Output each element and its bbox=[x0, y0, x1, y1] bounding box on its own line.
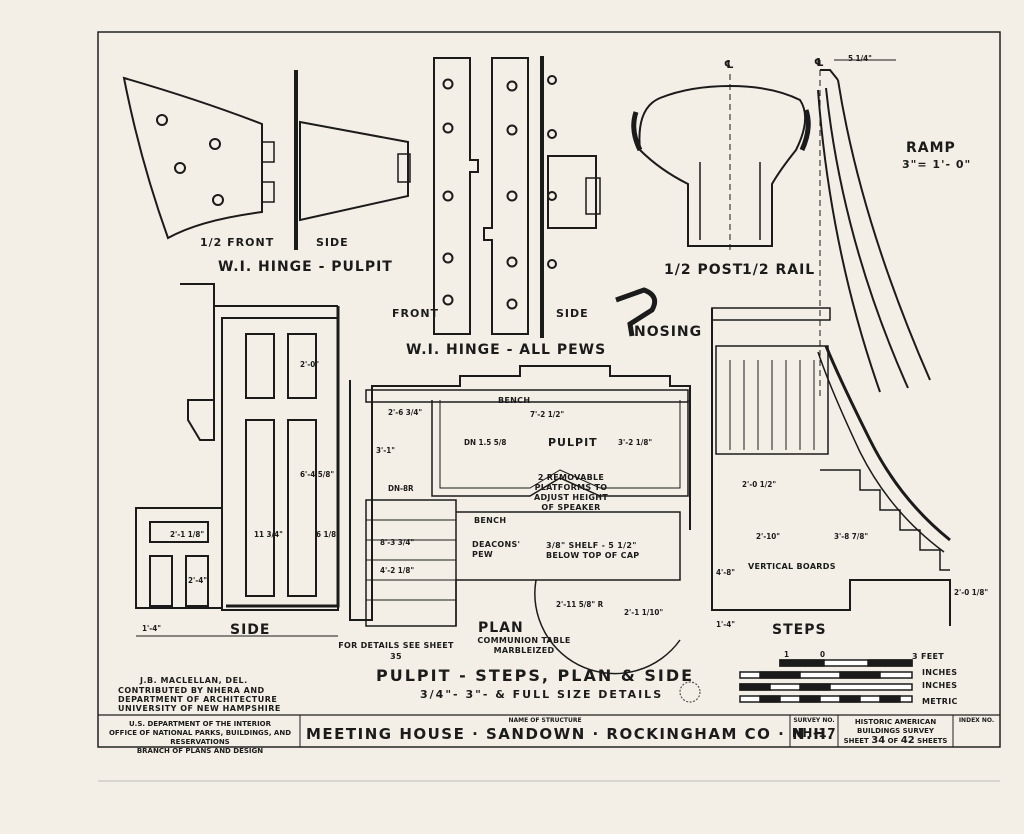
sheet-main-title: PULPIT - STEPS, PLAN & SIDE bbox=[376, 666, 695, 685]
plan-dn-left: DN-8R bbox=[388, 484, 414, 493]
title-block-agency: U.S. DEPARTMENT OF THE INTERIOR OFFICE O… bbox=[104, 720, 296, 756]
agency-line-1: U.S. DEPARTMENT OF THE INTERIOR bbox=[128, 720, 272, 728]
plan-dim-5: 4'-2 1/8" bbox=[380, 566, 415, 575]
credit-line-2: CONTRIBUTED BY NHERA AND bbox=[118, 686, 265, 695]
nosing-profile bbox=[615, 287, 658, 337]
plan-dn-top: DN 1.5 5/8 bbox=[464, 438, 507, 447]
name-caption: NAME OF STRUCTURE bbox=[508, 717, 582, 724]
scale-bar bbox=[739, 659, 913, 703]
scale-inches-2: INCHES bbox=[922, 681, 958, 690]
steps-dim-4: 2'-0 1/8" bbox=[954, 588, 989, 597]
credit-line-3: DEPARTMENT OF ARCHITECTURE bbox=[118, 695, 278, 704]
side-dim-2: 2'-1 1/8" bbox=[170, 530, 205, 539]
survey-caption: SURVEY NO. bbox=[793, 717, 835, 724]
scale-inches-1: INCHES bbox=[922, 668, 958, 677]
ramp-curve bbox=[817, 59, 931, 400]
plan-bench-bottom: BENCH bbox=[474, 516, 507, 525]
plan-dim-3: 3'-1" bbox=[376, 446, 395, 455]
plan-dim-2: 3'-2 1/8" bbox=[618, 438, 653, 447]
plan-dim-4: 8'-3 3/4" bbox=[380, 538, 415, 547]
agency-line-2: OFFICE OF NATIONAL PARKS, BUILDINGS, AND… bbox=[108, 729, 292, 746]
credit-line-1: J.B. MACLELLAN, DEL. bbox=[140, 676, 248, 685]
habs-line-2: BUILDINGS SURVEY bbox=[857, 727, 934, 735]
plan-deacons-pew: DEACONS' PEW bbox=[472, 540, 521, 559]
nosing-label: NOSING bbox=[634, 324, 703, 340]
hinge-pulpit-title: W.I. HINGE - PULPIT bbox=[218, 259, 393, 275]
details-note: FOR DETAILS SEE SHEET 35 bbox=[338, 641, 454, 661]
sheets-word: SHEETS bbox=[917, 737, 948, 745]
scale-metric: METRIC bbox=[922, 697, 958, 706]
ramp-scale: 3"= 1'- 0" bbox=[902, 158, 972, 171]
steps-dim-2: 2'-0 1/2" bbox=[742, 480, 777, 489]
side-dim-3: 11 3/4" bbox=[254, 530, 283, 539]
sheet-prefix: SHEET bbox=[843, 737, 869, 745]
ramp-title: RAMP bbox=[906, 140, 956, 156]
sheet-number: 34 bbox=[871, 735, 886, 746]
plan-pulpit-label: PULPIT bbox=[548, 436, 598, 449]
hinge-pews-title: W.I. HINGE - ALL PEWS bbox=[406, 342, 607, 358]
hinge-pulpit-drawing bbox=[122, 70, 411, 250]
vertical-boards-label: VERTICAL BOARDS bbox=[748, 562, 836, 571]
side-dim-6: 2'-4" bbox=[188, 576, 207, 585]
hinge-pews-drawing bbox=[433, 56, 601, 338]
plan-shelf-note: 3/8" SHELF - 5 1/2" BELOW TOP OF CAP bbox=[546, 541, 640, 560]
side-dim-1: 6'-4 5/8" bbox=[300, 470, 335, 479]
scale-one: 1 bbox=[784, 650, 790, 659]
index-caption: INDEX NO. bbox=[958, 717, 995, 724]
plan-label: PLAN bbox=[478, 620, 524, 636]
hinge-pulpit-front-label: 1/2 FRONT bbox=[200, 236, 275, 249]
plan-dim-6: 2'-11 5/8" R bbox=[556, 600, 604, 609]
hinge-pews-side-label: SIDE bbox=[556, 307, 589, 320]
hinge-pews-front-label: FRONT bbox=[392, 307, 440, 320]
hinge-pulpit-side-label: SIDE bbox=[316, 236, 349, 249]
sheet-total: 42 bbox=[900, 735, 915, 746]
rail-centerline-mark: ℄ bbox=[814, 56, 825, 69]
survey-number: NH-17 bbox=[791, 726, 837, 740]
side-elevation bbox=[135, 283, 340, 637]
side-dim-0: 2'-0" bbox=[300, 360, 319, 369]
stamp-seal bbox=[679, 681, 701, 703]
post-label: 1/2 POST bbox=[664, 262, 744, 278]
sheet-of: OF bbox=[887, 737, 899, 745]
steps-dim-3: 4'-8" bbox=[716, 568, 735, 577]
post-centerline-mark: ℄ bbox=[724, 58, 735, 71]
steps-elevation bbox=[711, 307, 951, 626]
rail-width-dimension: 5 1/4" bbox=[848, 54, 872, 63]
communion-table-note: COMMUNION TABLE MARBLEIZED bbox=[477, 636, 571, 655]
scale-zero: 0 bbox=[820, 650, 826, 659]
steps-dim-5: 1'-4" bbox=[716, 620, 735, 629]
steps-dim-0: 2'-10" bbox=[756, 532, 780, 541]
plan-bench-top: BENCH bbox=[498, 396, 531, 405]
rail-label: 1/2 RAIL bbox=[742, 262, 816, 278]
side-label: SIDE bbox=[230, 622, 271, 638]
sheet-count: SHEET 34 OF 42 SHEETS bbox=[838, 736, 953, 746]
steps-dim-1: 3'-8 7/8" bbox=[834, 532, 869, 541]
sheet-sub-title: 3/4"- 3"- & FULL SIZE DETAILS bbox=[420, 688, 664, 701]
plan-dim-0: 2'-6 3/4" bbox=[388, 408, 423, 417]
plan-platforms-note: 2 REMOVABLE PLATFORMS TO ADJUST HEIGHT O… bbox=[533, 473, 609, 512]
sheet-border bbox=[97, 31, 1001, 748]
pulpit-plan bbox=[349, 365, 691, 675]
scale-feet: 3 FEET bbox=[912, 652, 945, 661]
post-rail-profile bbox=[631, 74, 811, 250]
side-dim-4: 1'-4" bbox=[142, 624, 161, 633]
agency-line-3: BRANCH OF PLANS AND DESIGN bbox=[136, 747, 264, 755]
side-dim-5: 6 1/8" bbox=[316, 530, 340, 539]
plan-dim-1: 7'-2 1/2" bbox=[530, 410, 565, 419]
habs-line-1: HISTORIC AMERICAN bbox=[854, 718, 937, 726]
habs-block: HISTORIC AMERICAN BUILDINGS SURVEY SHEET… bbox=[838, 718, 953, 746]
credit-line-4: UNIVERSITY OF NEW HAMPSHIRE bbox=[118, 704, 281, 713]
structure-name: MEETING HOUSE · SANDOWN · ROCKINGHAM CO … bbox=[306, 725, 835, 743]
plan-dim-7: 2'-1 1/10" bbox=[624, 608, 664, 617]
steps-label: STEPS bbox=[772, 622, 827, 638]
